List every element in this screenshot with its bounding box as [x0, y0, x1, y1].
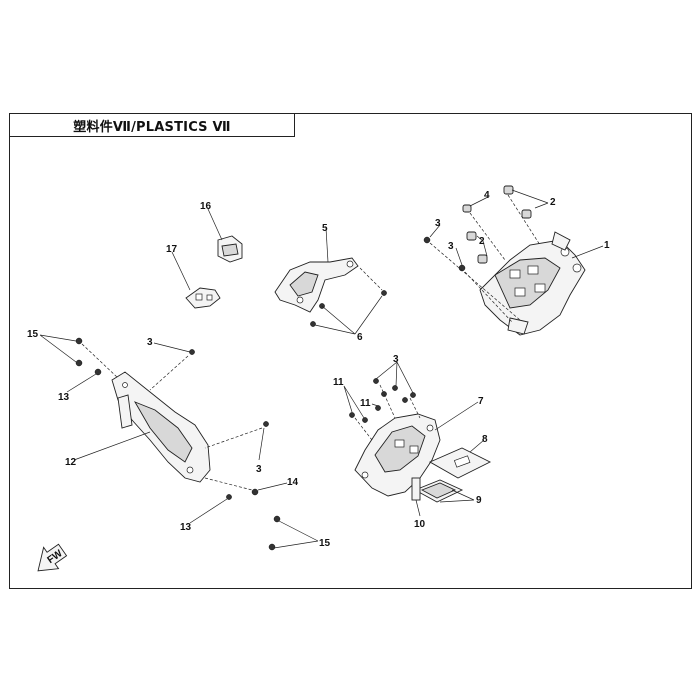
forward-arrow-icon: FW	[37, 543, 68, 572]
callout-1: 1	[604, 240, 610, 251]
callout-3b: 3	[448, 241, 454, 252]
title-box: 塑料件Ⅶ/PLASTICS Ⅶ	[9, 113, 295, 137]
part-16-clip	[217, 235, 243, 263]
part-12-screws	[75, 337, 281, 551]
callout-2a: 2	[550, 197, 556, 208]
callout-13b: 13	[180, 522, 192, 533]
callout-15a: 15	[27, 329, 39, 340]
part-9-pad	[413, 479, 464, 503]
part-17-clip	[185, 287, 221, 309]
part-7-rear-bracket	[354, 413, 441, 497]
callout-11a: 11	[333, 377, 344, 388]
callout-16: 16	[200, 201, 212, 212]
callout-5: 5	[322, 223, 328, 234]
callout-3a: 3	[435, 218, 441, 229]
callout-3d: 3	[256, 464, 262, 475]
callout-3e: 3	[393, 354, 399, 365]
part-1-tray	[479, 231, 586, 336]
diagram-title: 塑料件Ⅶ/PLASTICS Ⅶ	[73, 119, 231, 135]
callout-10: 10	[414, 519, 426, 530]
callout-8: 8	[482, 434, 488, 445]
part-3-screws-top	[423, 236, 466, 272]
part-12-side-panel	[111, 371, 211, 483]
part-6-screws	[310, 290, 387, 327]
callout-2b: 2	[479, 236, 485, 247]
callout-7: 7	[478, 396, 484, 407]
part-7-screws	[349, 378, 416, 423]
diagram-frame	[9, 113, 692, 589]
part-10-strip	[411, 477, 421, 501]
callout-4: 4	[484, 190, 490, 201]
callout-6: 6	[357, 332, 363, 343]
callout-15b: 15	[319, 538, 331, 549]
callout-12: 12	[65, 457, 77, 468]
part-5-bracket	[274, 257, 359, 313]
callout-9: 9	[476, 495, 482, 506]
callout-3c: 3	[147, 337, 153, 348]
part-8-pad	[428, 447, 492, 479]
callout-13a: 13	[58, 392, 70, 403]
callout-14: 14	[287, 477, 299, 488]
callout-11b: 11	[360, 398, 371, 409]
callout-17: 17	[166, 244, 178, 255]
